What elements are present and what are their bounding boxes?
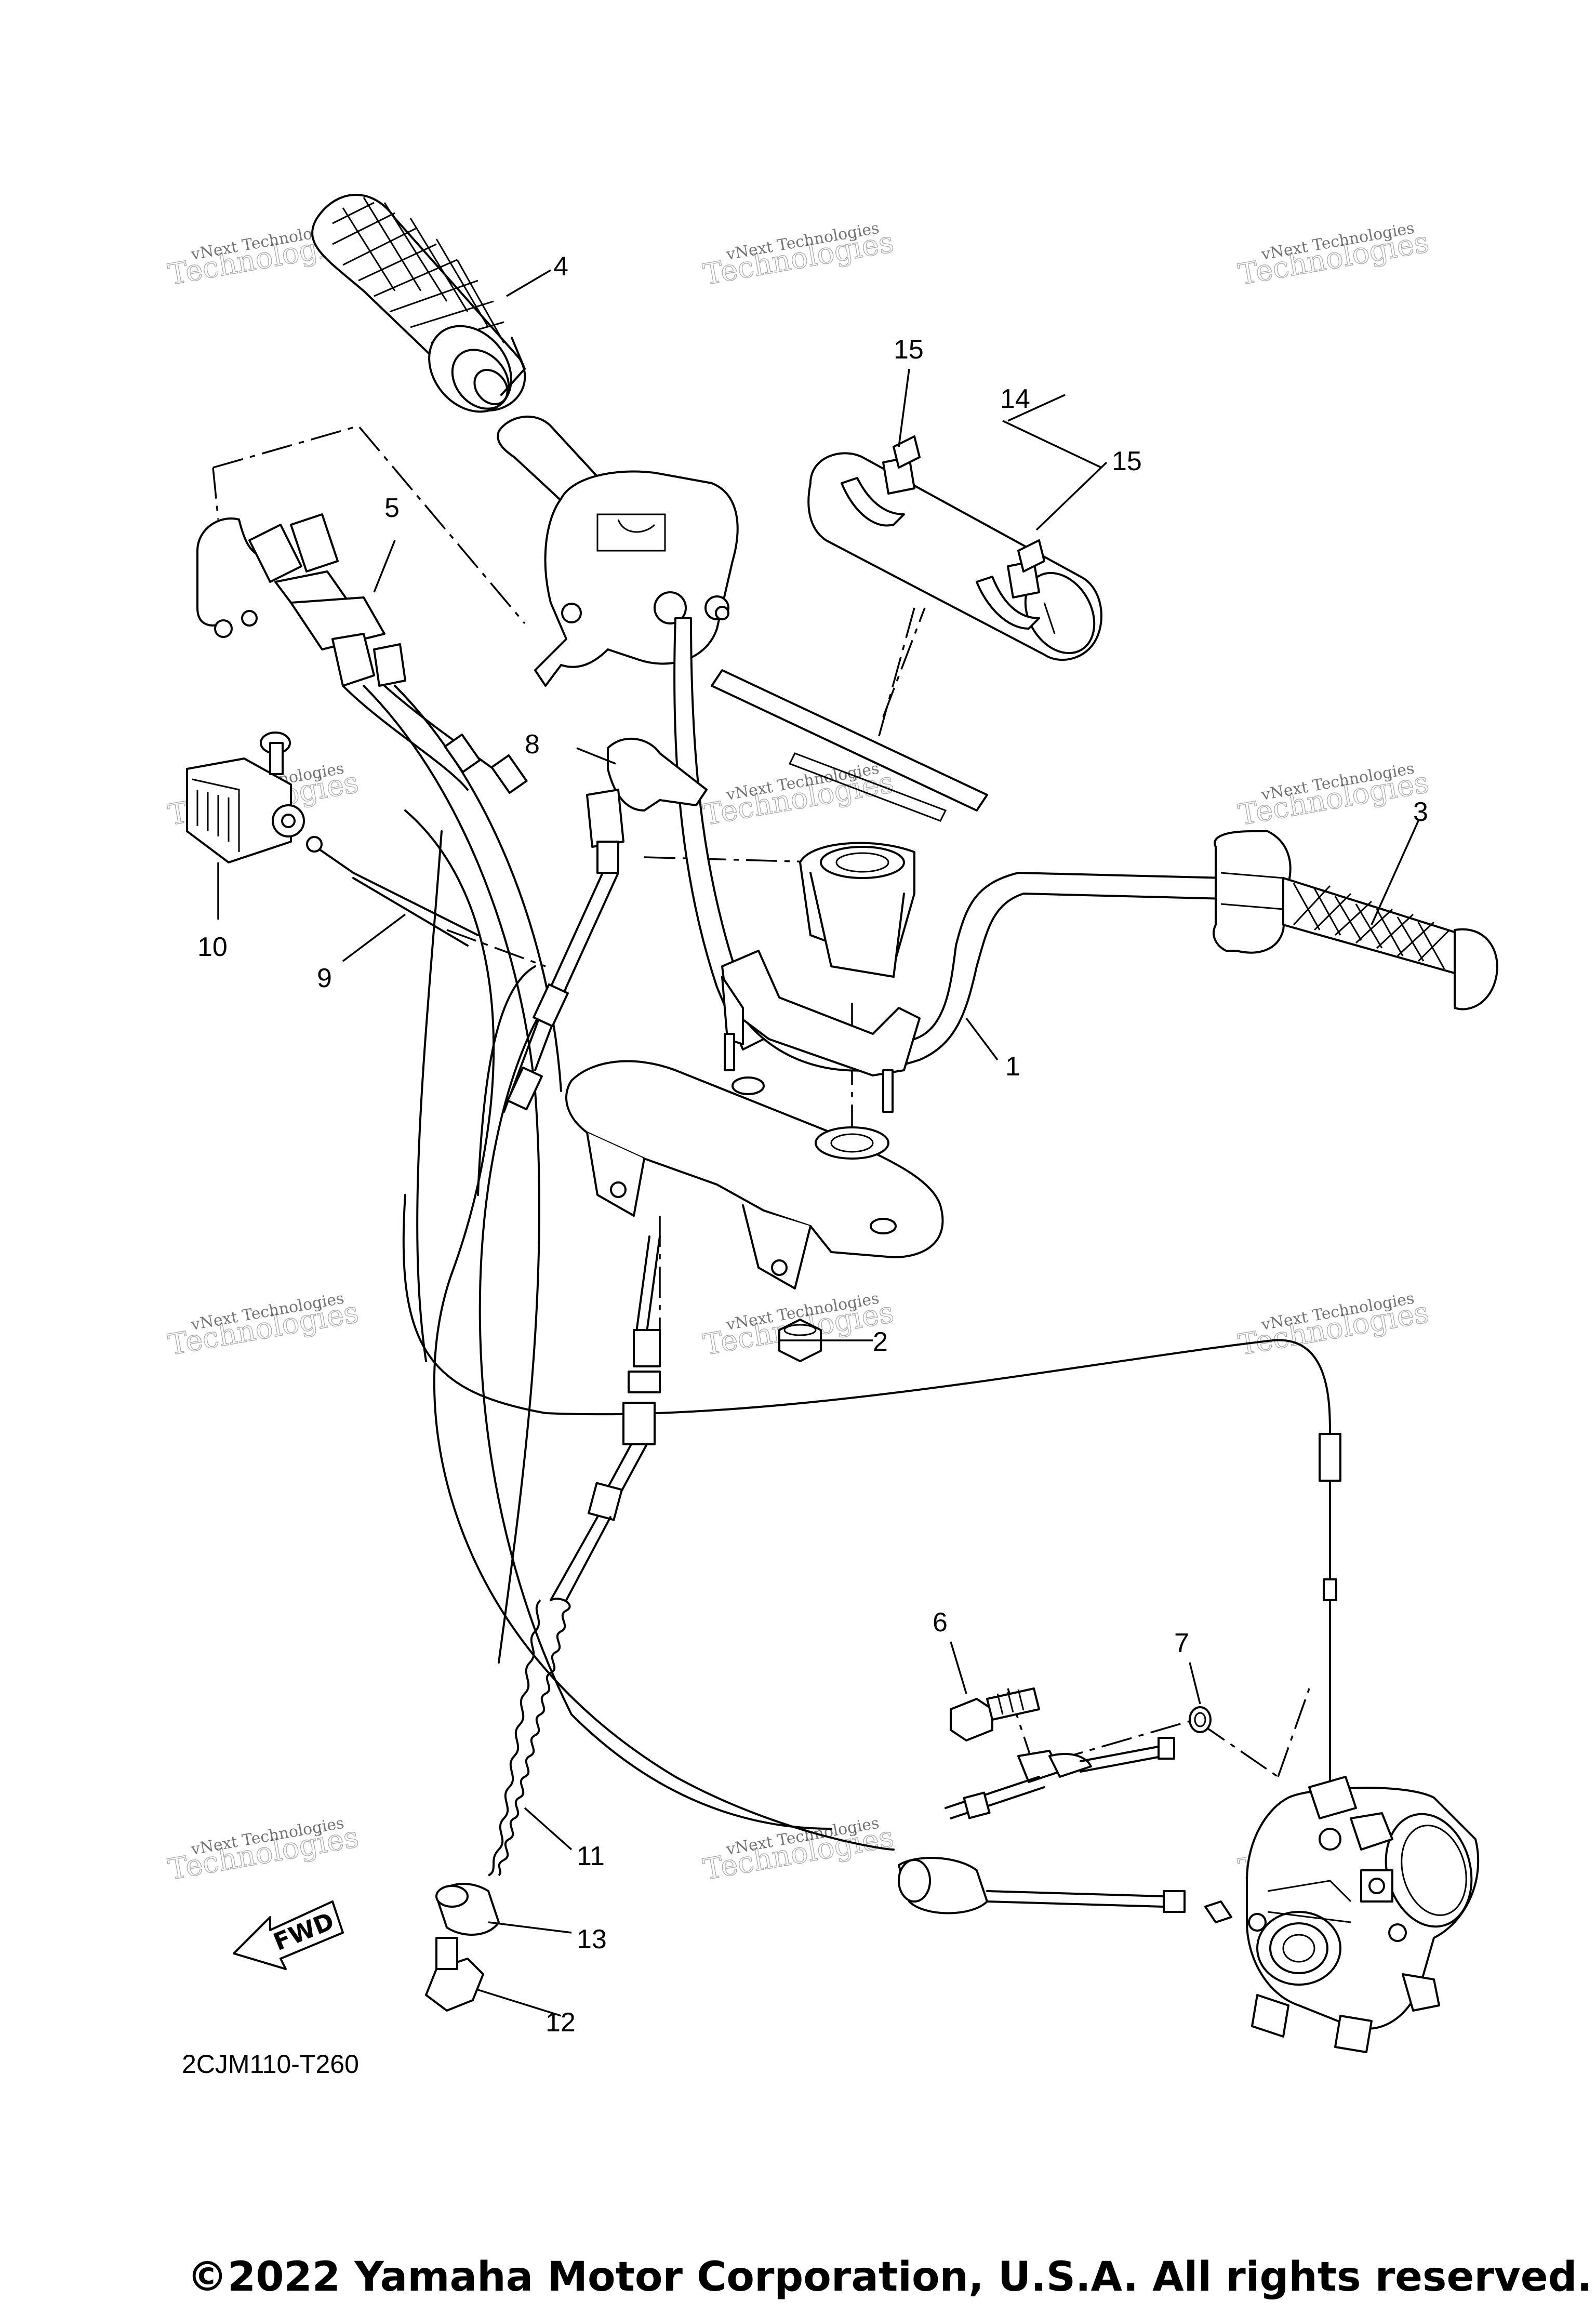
coil-spring (487, 1598, 571, 1877)
callout-11: 11 (577, 1841, 605, 1871)
cable-routing (212, 425, 1341, 1851)
callout-6: 6 (933, 1607, 948, 1638)
lower-clamp (565, 1060, 944, 1289)
callout-1: 1 (1005, 1052, 1020, 1082)
left-grip (311, 194, 526, 413)
watermark: vNext Technologies Technologies (700, 760, 897, 833)
switch (186, 732, 305, 863)
watermark: vNext Technologies Technologies (165, 1814, 362, 1887)
lever-8 (503, 737, 708, 1113)
callout-15-right: 15 (1112, 446, 1142, 476)
fwd-arrow: FWD (233, 1900, 344, 1970)
bolt-6 (950, 1687, 1040, 1741)
clutch-cable-11 (487, 1235, 661, 1877)
callout-12: 12 (546, 2007, 576, 2038)
callout-5: 5 (384, 493, 400, 523)
carb-cable-ends (898, 1737, 1232, 1923)
throttle-housing (497, 415, 739, 687)
callout-14: 14 (1000, 384, 1030, 414)
carburetor (1246, 1776, 1480, 2053)
callout-15-left: 15 (894, 335, 924, 365)
callout-9: 9 (317, 963, 332, 993)
adjuster-13 (435, 1883, 500, 1936)
watermark: vNext Technologies Technologies (165, 1289, 362, 1363)
o-ring-7 (1189, 1706, 1212, 1733)
nut-12 (425, 1937, 484, 2012)
handlebar (673, 607, 1227, 1072)
callout-10: 10 (197, 932, 228, 962)
watermark: vNext Technologies Technologies (1235, 760, 1432, 833)
handlebar-clamp (721, 842, 921, 1113)
cable-9 (306, 836, 479, 947)
callout-3: 3 (1413, 797, 1428, 827)
watermark: vNext Technologies Technologies (700, 219, 897, 292)
right-grip (1213, 830, 1498, 1010)
callout-8: 8 (525, 729, 540, 760)
diagram-code: 2CJM110-T260 (182, 2050, 359, 2079)
callout-13: 13 (577, 1924, 607, 1954)
bar-pad (807, 435, 1102, 661)
watermark: vNext Technologies Technologies (1235, 219, 1432, 292)
callout-7: 7 (1174, 1628, 1189, 1658)
throttle-cable-assy (196, 513, 528, 794)
callout-2: 2 (873, 1327, 888, 1357)
watermark: vNext Technologies Technologies (1235, 1289, 1432, 1363)
callout-numbers: 1 2 3 4 5 6 7 8 9 10 11 12 13 14 15 15 (197, 251, 1428, 2038)
callout-4: 4 (553, 251, 568, 282)
watermark: vNext Technologies Technologies (700, 1814, 897, 1887)
copyright-notice: ©2022 Yamaha Motor Corporation, U.S.A. A… (187, 2254, 1593, 2300)
callout-leaders (217, 269, 1419, 2017)
